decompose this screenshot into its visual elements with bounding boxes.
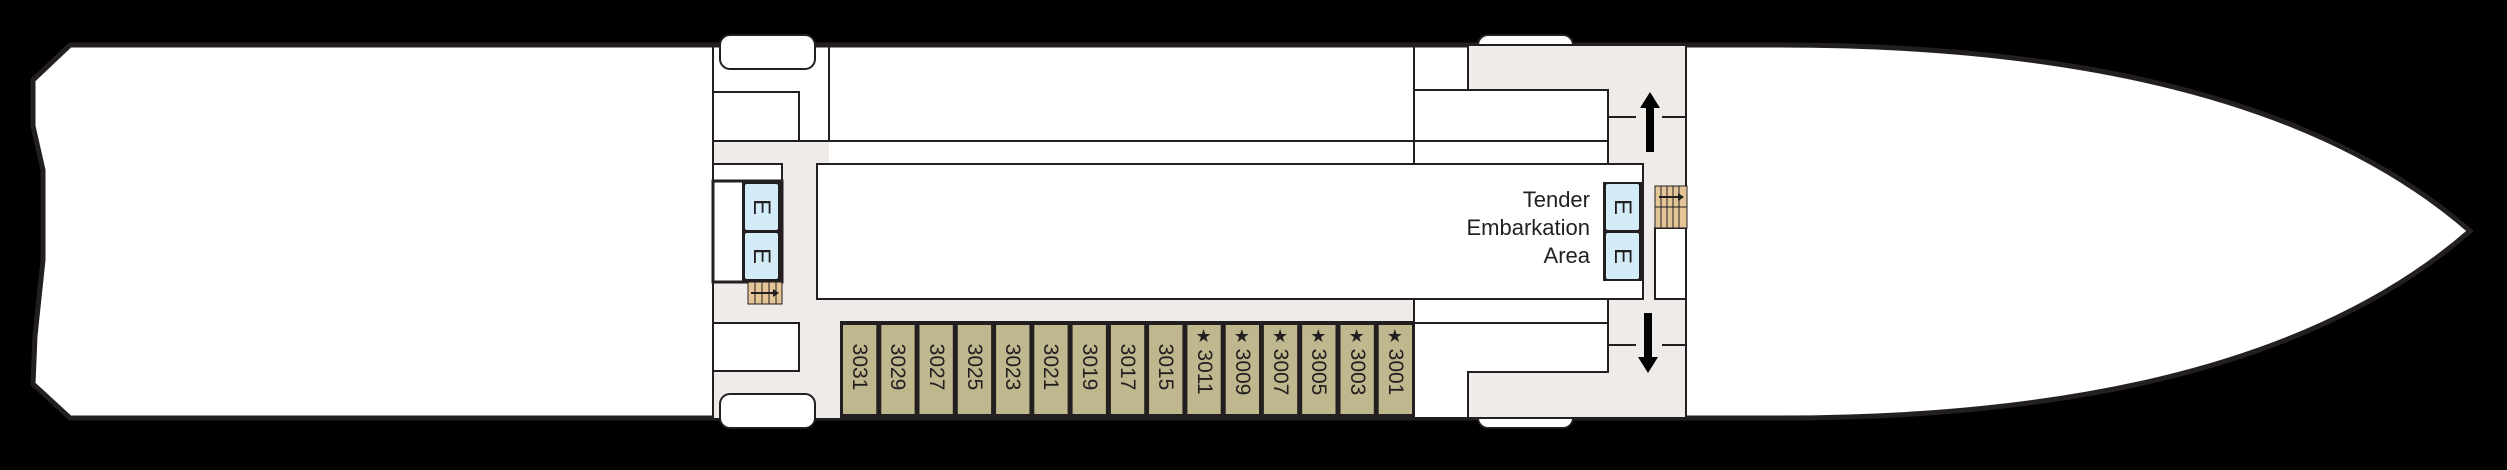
cabin-number: 3025	[962, 343, 986, 391]
cabin[interactable]	[1072, 325, 1106, 414]
cabin-number: 3031	[848, 343, 872, 391]
cabin[interactable]	[1225, 325, 1259, 414]
cabin[interactable]	[1110, 325, 1145, 414]
aft-cross-corridor	[713, 299, 1414, 321]
cabin[interactable]	[1187, 325, 1221, 414]
fwd-elevator-1	[1606, 184, 1639, 230]
fwd-elevator-2	[1606, 233, 1639, 279]
aft-elevator-1	[745, 184, 778, 230]
cabin-number: 3027	[924, 343, 948, 391]
cabin[interactable]	[1149, 325, 1183, 414]
lifeboat-aft-port	[719, 34, 816, 70]
star-icon: ★	[1195, 326, 1212, 346]
tender-label-line2: Embarkation	[1466, 215, 1590, 240]
aft-small-room	[712, 163, 783, 182]
cabin-number: 3029	[886, 343, 910, 391]
stairs-icon	[747, 281, 783, 305]
stairs-icon	[1654, 185, 1688, 229]
star-icon: ★	[1386, 326, 1403, 346]
cabin-number: 3019	[1077, 343, 1101, 391]
star-icon: ★	[1233, 326, 1250, 346]
cabin-number: 3021	[1039, 343, 1063, 391]
cabin[interactable]	[1378, 325, 1412, 414]
tender-label-line3: Area	[1543, 243, 1590, 268]
fwd-room-bottom-1	[1413, 298, 1609, 324]
cabin[interactable]	[957, 325, 992, 414]
cabin[interactable]	[843, 325, 877, 414]
cabin-number: 3017	[1116, 343, 1139, 391]
lifeboat-aft-starboard	[719, 393, 816, 429]
fwd-room-top	[1413, 89, 1609, 142]
cabin[interactable]	[919, 325, 953, 414]
star-icon: ★	[1348, 326, 1365, 346]
star-icon: ★	[1310, 326, 1327, 346]
cabin[interactable]	[1263, 325, 1298, 414]
elevator-label: E	[1609, 198, 1636, 215]
cabin-number: 3015	[1154, 343, 1178, 391]
elevator-label: E	[748, 198, 775, 215]
aft-elevator-2	[745, 233, 778, 279]
elevator-label: E	[748, 247, 775, 264]
star-icon: ★	[1271, 326, 1289, 346]
arrow-up-icon	[1640, 92, 1660, 152]
aft-room-bottom	[712, 322, 800, 372]
cabin[interactable]	[996, 325, 1030, 414]
arrow-down-icon	[1638, 313, 1658, 373]
cabin[interactable]	[881, 325, 915, 414]
fwd-room-top-2	[1413, 140, 1609, 165]
cabin-number: 3023	[1001, 343, 1025, 391]
tender-area-label: Tender Embarkation Area	[1420, 186, 1590, 270]
cabin[interactable]	[1034, 325, 1068, 414]
cabin[interactable]	[1302, 325, 1336, 414]
tender-embarkation-area	[816, 163, 1644, 300]
cabin[interactable]	[1340, 325, 1374, 414]
aft-room-top	[712, 91, 800, 142]
tender-label-line1: Tender	[1522, 187, 1590, 212]
elevator-label: E	[1609, 247, 1636, 264]
